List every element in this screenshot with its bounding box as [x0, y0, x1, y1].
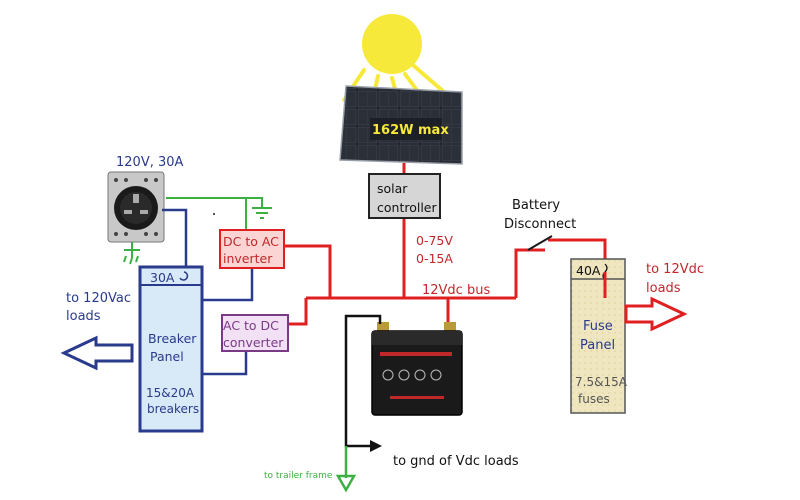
- solar-panel-label: 162W max: [372, 123, 449, 138]
- breaker-line1: Breaker: [148, 331, 197, 346]
- breaker-main-rating: 30A: [150, 270, 175, 285]
- dc-positive-wires: [284, 163, 607, 326]
- ac-ground-wire: [166, 197, 272, 230]
- trailer-frame-label: to trailer frame: [264, 471, 333, 481]
- breaker-line2: Panel: [150, 349, 184, 364]
- breaker-line4: breakers: [147, 402, 199, 416]
- dc-loads-line2: loads: [646, 281, 681, 296]
- dc-ground-arrow-icon: [370, 440, 382, 452]
- outlet-label: 120V, 30A: [116, 155, 184, 170]
- solar-controller-line1: solar: [377, 181, 408, 196]
- solar-controller-line2: controller: [377, 200, 437, 215]
- battery-disconnect-switch[interactable]: [527, 235, 553, 251]
- dc-loads-line1: to 12Vdc: [646, 262, 704, 277]
- dc-ground-label: to gnd of Vdc loads: [393, 454, 519, 469]
- fuse-line2: Panel: [580, 338, 615, 353]
- fuse-line4: fuses: [578, 392, 610, 406]
- converter-line1: AC to DC: [223, 318, 279, 333]
- trailer-frame-ground-icon: [335, 446, 357, 493]
- fuse-line3: 7.5&15A: [575, 375, 628, 389]
- outlet-ground-icon: [123, 242, 140, 265]
- fuse-line1: Fuse: [583, 319, 613, 334]
- controller-current-label: 0-15A: [416, 251, 453, 266]
- sun-icon: [342, 14, 446, 104]
- disconnect-line1: Battery: [512, 198, 560, 213]
- ac-loads-line2: loads: [66, 309, 101, 324]
- fuse-main-rating: 40A: [576, 263, 601, 278]
- converter-box: [221, 314, 289, 352]
- breaker-line3: 15&20A: [146, 386, 195, 400]
- dc-loads-arrow-icon: [624, 296, 688, 332]
- ac-loads-line1: to 120Vac: [66, 291, 131, 306]
- converter-line2: converter: [223, 335, 284, 350]
- bus-label: 12Vdc bus: [422, 283, 490, 298]
- fuse-panel-box: [570, 258, 626, 414]
- disconnect-line2: Disconnect: [504, 217, 576, 232]
- inverter-box: [219, 229, 285, 269]
- dc-ground-wire: [344, 314, 382, 448]
- outlet-icon: [107, 171, 165, 243]
- stray-dot: [213, 213, 215, 215]
- ac-loads-arrow-icon: [60, 335, 134, 371]
- inverter-line2: inverter: [223, 251, 273, 266]
- solar-panel-icon: [339, 85, 463, 165]
- controller-voltage-label: 0-75V: [416, 233, 453, 248]
- inverter-line1: DC to AC: [223, 234, 279, 249]
- battery-icon: [371, 322, 463, 416]
- solar-controller-box: [368, 173, 441, 219]
- breaker-panel-box: [138, 265, 204, 433]
